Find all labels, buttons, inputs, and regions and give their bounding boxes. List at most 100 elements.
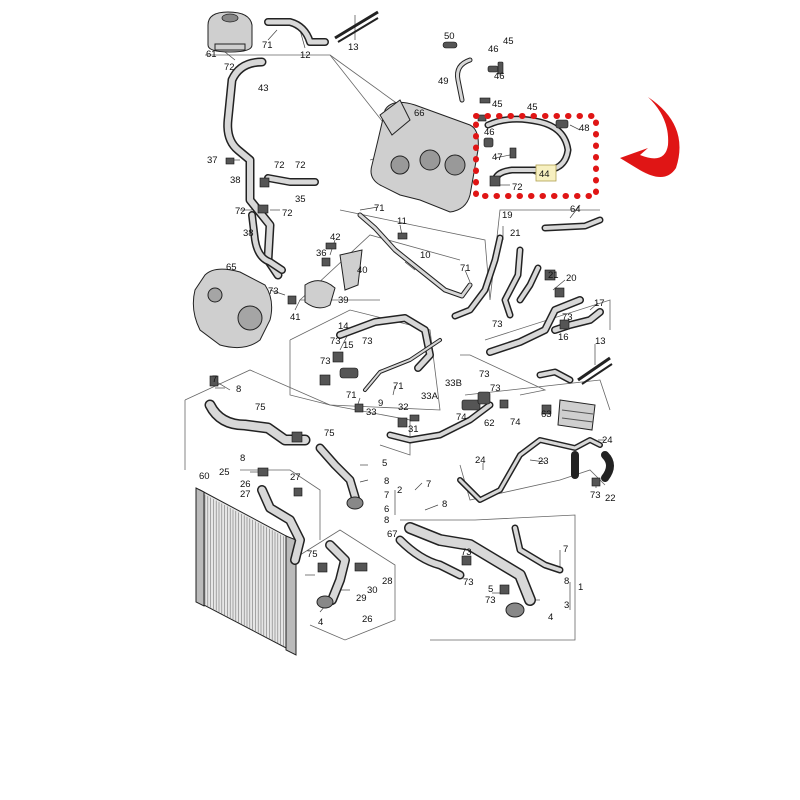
callout-72: 72 <box>224 62 235 73</box>
callout-20: 20 <box>566 273 577 284</box>
callout-65: 65 <box>226 262 237 273</box>
callout-73: 73 <box>562 312 573 323</box>
callout-12: 12 <box>300 50 311 61</box>
callout-73: 73 <box>268 286 279 297</box>
callout-74: 74 <box>456 412 467 423</box>
callout-8: 8 <box>384 515 389 526</box>
callout-28: 28 <box>382 576 393 587</box>
callout-6: 6 <box>384 504 389 515</box>
callout-21: 21 <box>548 270 559 281</box>
pipe-9 <box>354 338 442 413</box>
expansion-tank <box>207 11 253 53</box>
callout-32: 32 <box>398 402 409 413</box>
hoses-38 <box>225 157 286 274</box>
callout-46: 46 <box>484 127 495 138</box>
oil-cooler-63 <box>536 368 596 431</box>
callout-8: 8 <box>384 476 389 487</box>
callout-66: 66 <box>414 108 425 119</box>
callout-5: 5 <box>382 458 387 469</box>
callout-5: 5 <box>488 584 493 595</box>
thermostat-cluster <box>287 242 363 309</box>
callout-31: 31 <box>408 424 419 435</box>
callout-23: 23 <box>538 456 549 467</box>
callout-35: 35 <box>295 194 306 205</box>
part-13-right-rods <box>577 356 613 385</box>
hoses-14-17 <box>319 296 604 386</box>
water-pump-65 <box>192 268 273 349</box>
curved-arrow-icon <box>620 97 680 178</box>
callout-26: 26 <box>362 614 373 625</box>
callout-19: 19 <box>502 210 513 221</box>
callout-45: 45 <box>527 102 538 113</box>
callout-73: 73 <box>320 356 331 367</box>
callout-49: 49 <box>438 76 449 87</box>
callout-60: 60 <box>199 471 210 482</box>
hoses-7-8-75 <box>204 375 364 510</box>
pipe-23 <box>457 437 614 503</box>
callout-29: 29 <box>356 593 367 604</box>
callout-73: 73 <box>479 369 490 380</box>
callout-40: 40 <box>357 265 368 276</box>
callout-8: 8 <box>240 453 245 464</box>
callout-7: 7 <box>563 544 568 555</box>
callout-72: 72 <box>282 208 293 219</box>
callout-27: 27 <box>240 489 251 500</box>
callout-15: 15 <box>343 340 354 351</box>
callout-10: 10 <box>420 250 431 261</box>
callout-71: 71 <box>262 40 273 51</box>
pipe-31 <box>386 391 509 444</box>
callout-47: 47 <box>492 152 503 163</box>
callout-73: 73 <box>492 319 503 330</box>
callout-38: 38 <box>230 175 241 186</box>
callout-75: 75 <box>307 549 318 560</box>
callout-73: 73 <box>362 336 373 347</box>
callout-63: 63 <box>541 409 552 420</box>
callout-72: 72 <box>274 160 285 171</box>
callout-74: 74 <box>510 417 521 428</box>
callout-7: 7 <box>426 479 431 490</box>
callout-45: 45 <box>492 99 503 110</box>
callout-71: 71 <box>393 381 404 392</box>
callout-48: 48 <box>579 123 590 134</box>
callout-4: 4 <box>548 612 553 623</box>
callout-73: 73 <box>590 490 601 501</box>
small-pipes-45-50 <box>442 41 572 187</box>
callout-37: 37 <box>207 155 218 166</box>
hose-35 <box>264 174 319 186</box>
pipe-10 <box>357 212 473 299</box>
callout-25: 25 <box>219 467 230 478</box>
callout-73: 73 <box>330 336 341 347</box>
callout-73: 73 <box>461 547 472 558</box>
callout-17: 17 <box>594 298 605 309</box>
callout-33: 33 <box>366 407 377 418</box>
callout-67: 67 <box>387 529 398 540</box>
hose-43 <box>223 57 283 280</box>
callout-50: 50 <box>444 31 455 42</box>
turbocharger-66 <box>370 99 479 213</box>
hoses-25-27 <box>257 467 305 565</box>
callout-8: 8 <box>564 576 569 587</box>
callout-44: 44 <box>539 169 550 180</box>
callout-71: 71 <box>460 263 471 274</box>
callout-9: 9 <box>378 398 383 409</box>
callout-46: 46 <box>494 71 505 82</box>
callout-13: 13 <box>348 42 359 53</box>
callout-36: 36 <box>316 248 327 259</box>
callout-75: 75 <box>255 402 266 413</box>
callout-45: 45 <box>503 36 514 47</box>
highlight-box-part-44[interactable] <box>473 113 599 199</box>
callout-33A: 33A <box>421 391 439 402</box>
callout-27: 27 <box>290 472 301 483</box>
hose-12 <box>264 18 329 46</box>
callout-72: 72 <box>235 206 246 217</box>
hoses-28-30 <box>316 540 368 609</box>
callout-2: 2 <box>397 485 402 496</box>
callout-30: 30 <box>367 585 378 596</box>
callout-41: 41 <box>290 312 301 323</box>
callout-7: 7 <box>212 374 217 385</box>
callout-13: 13 <box>595 336 606 347</box>
callout-72: 72 <box>295 160 306 171</box>
callout-72: 72 <box>512 182 523 193</box>
